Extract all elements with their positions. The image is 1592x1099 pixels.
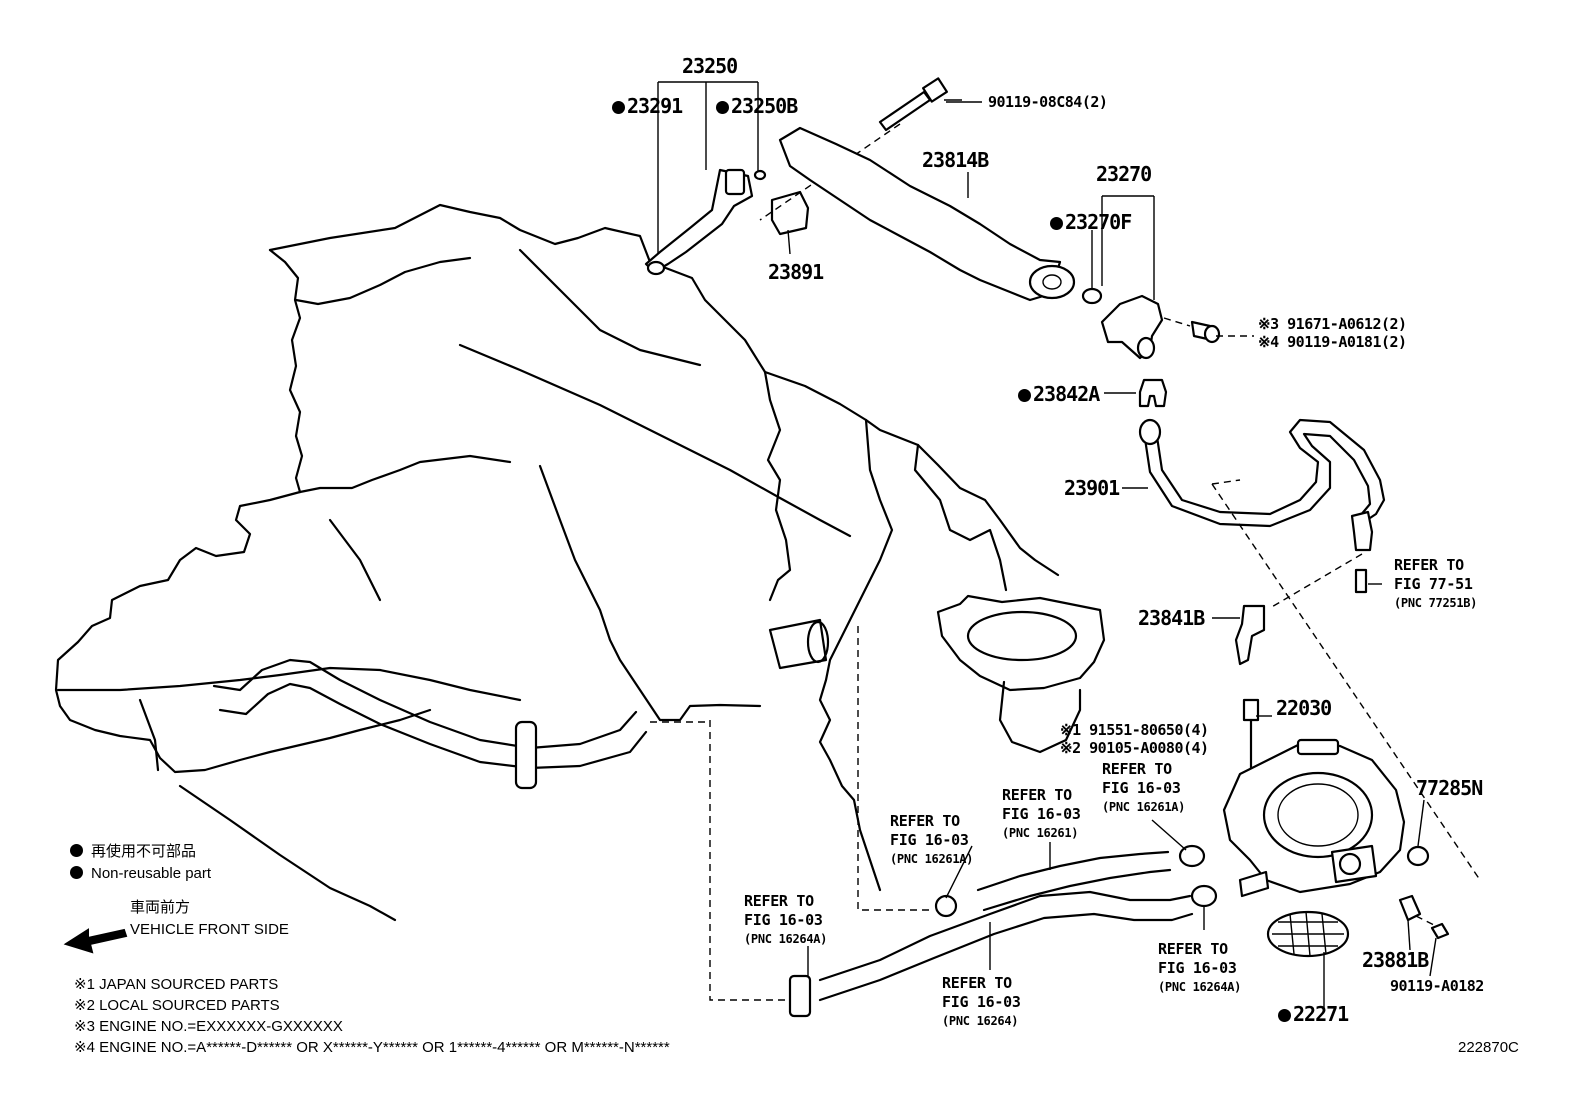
part-label-23881B[interactable]: 23881B [1362,948,1429,972]
legend-non-reusable-en: Non-reusable part [70,864,211,884]
refer-fig-16-03-pnc-16261A-left[interactable]: REFER TO FIG 16-03 (PNC 16261A) [890,812,974,866]
part-label-23841B[interactable]: 23841B [1138,606,1205,630]
engine-outline [54,203,1106,922]
fuel-hose-assembly [1138,378,1481,881]
refer-fig-16-03-pnc-16261A-right[interactable]: REFER TO FIG 16-03 (PNC 16261A) [1102,760,1186,814]
part-label-23250[interactable]: 23250 [682,54,738,78]
refer-fig-77-51[interactable]: REFER TO FIG 77-51 (PNC 77251B) [1394,556,1478,610]
part-label-22030[interactable]: 22030 [1276,696,1332,720]
refer-fig-16-03-pnc-16264A-left[interactable]: REFER TO FIG 16-03 (PNC 16264A) [744,892,828,946]
non-reusable-icon [1278,1009,1291,1022]
non-reusable-icon [612,101,625,114]
legend-front-en: VEHICLE FRONT SIDE [130,921,289,938]
leader-lines [807,101,1437,977]
diagram-id: 222870C [1458,1039,1519,1056]
pressure-regulator [1081,195,1254,360]
part-label-23291[interactable]: 23291 [612,96,683,116]
part-label-90105-A0080[interactable]: ※2 90105-A0080(4) [1060,739,1209,757]
footnote-2: ※2 LOCAL SOURCED PARTS [74,997,280,1014]
front-arrow-icon [63,928,128,954]
part-label-23270[interactable]: 23270 [1096,162,1152,186]
footnote-3: ※3 ENGINE NO.=EXXXXXX-GXXXXXX [74,1018,343,1035]
part-label-90119-08C84[interactable]: 90119-08C84(2) [988,93,1108,111]
non-reusable-icon [1050,217,1063,230]
non-reusable-icon [70,866,83,879]
legend-non-reusable-jp: 再使用不可部品 [70,842,196,862]
non-reusable-icon [1018,389,1031,402]
part-label-23901[interactable]: 23901 [1064,476,1120,500]
part-label-90119-A0182[interactable]: 90119-A0182 [1390,977,1484,995]
part-label-23250B[interactable]: 23250B [716,96,798,116]
part-label-23891[interactable]: 23891 [768,260,824,284]
part-label-77285N[interactable]: 77285N [1416,776,1483,800]
refer-fig-16-03-pnc-16264A-right[interactable]: REFER TO FIG 16-03 (PNC 16264A) [1158,940,1242,994]
part-label-22271[interactable]: 22271 [1278,1004,1349,1024]
part-label-23842A[interactable]: 23842A [1018,384,1100,404]
part-label-23270F[interactable]: 23270F [1050,212,1132,232]
non-reusable-icon [70,844,83,857]
part-label-91671-A0612[interactable]: ※3 91671-A0612(2) [1258,315,1407,333]
throttle-body-assembly [1222,698,1450,1010]
legend-front-jp: 車両前方 [130,899,191,916]
non-reusable-icon [716,101,729,114]
fuel-rail-assembly [759,77,1076,302]
part-label-23814B[interactable]: 23814B [922,148,989,172]
part-label-90119-A0181[interactable]: ※4 90119-A0181(2) [1258,333,1407,351]
footnote-1: ※1 JAPAN SOURCED PARTS [74,976,279,993]
refer-fig-16-03-pnc-16261[interactable]: REFER TO FIG 16-03 (PNC 16261) [1002,786,1081,840]
water-hoses [650,626,1218,1018]
refer-fig-16-03-pnc-16264[interactable]: REFER TO FIG 16-03 (PNC 16264) [942,974,1021,1028]
footnote-4: ※4 ENGINE NO.=A******-D****** OR X******… [74,1039,670,1056]
part-label-91551-80650[interactable]: ※1 91551-80650(4) [1060,721,1209,739]
injector-assembly [644,81,810,276]
